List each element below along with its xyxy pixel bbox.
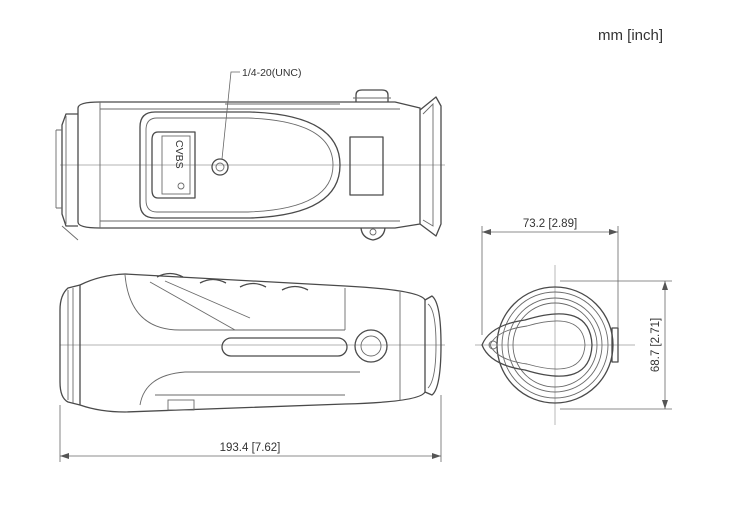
side-lens-ring-inner [67, 288, 74, 403]
side-body-outline [79, 273, 426, 413]
dim-height-label: 68.7 [2.71] [650, 318, 662, 372]
front-lens-ring [507, 297, 603, 393]
side-bottom-port [167, 399, 195, 411]
dim-length-label: 193.4 [7.62] [220, 442, 281, 454]
units-label: mm [inch] [598, 27, 663, 44]
thread-callout-leader [221, 71, 240, 160]
front-teardrop-cap-inner [489, 320, 586, 370]
cvbs-port-cover [151, 131, 196, 199]
cvbs-port-inner [161, 135, 191, 195]
top-display-window [349, 136, 384, 196]
side-eyecup-inner [427, 303, 437, 389]
dimension-length: 193.4 [7.62] [59, 395, 442, 462]
usb-symbol-icon [177, 182, 185, 190]
side-slot [221, 337, 348, 357]
cvbs-label: CVBS [173, 140, 185, 169]
top-lens-strap [61, 225, 79, 241]
tripod-hole-inner [215, 162, 225, 172]
top-lens-cap-inner [55, 116, 67, 224]
front-side-knurl [611, 327, 619, 363]
dim-height-arrow-bottom [662, 400, 668, 409]
front-view [475, 265, 635, 425]
dim-width-label: 73.2 [2.89] [523, 218, 577, 230]
tripod-hole-outer [211, 158, 229, 176]
side-lens-ring [59, 284, 81, 406]
lanyard-loop-hole [369, 228, 377, 236]
top-teardrop-panel-inner [145, 117, 334, 213]
side-round-button-outer [354, 329, 388, 363]
front-teardrop-cap [481, 313, 593, 377]
dim-width-arrow-right [609, 229, 618, 235]
side-body-facet [149, 280, 251, 331]
dim-height-arrow-top [662, 281, 668, 290]
side-grip-curve-lower [139, 371, 360, 406]
side-button-4 [281, 285, 309, 291]
dim-length-arrow-left [60, 453, 69, 459]
dim-length-arrow-right [432, 453, 441, 459]
dimension-height: 68.7 [2.71] [560, 280, 672, 410]
top-view: CVBS 1/4-20(UNC) [55, 67, 445, 241]
front-body-ring [501, 291, 609, 399]
side-button-2 [199, 278, 227, 284]
top-eyecup [419, 96, 442, 237]
side-grip-curve-upper [124, 274, 345, 331]
top-eyecup-inner [422, 102, 434, 227]
side-button-1 [156, 272, 184, 278]
side-button-3 [239, 282, 267, 288]
dim-width-arrow-left [482, 229, 491, 235]
front-lens-inner [512, 302, 598, 388]
dimension-width: 73.2 [2.89] [481, 218, 619, 335]
side-round-button-inner [360, 335, 382, 357]
top-lens-cap [61, 113, 78, 227]
side-view [59, 272, 445, 413]
lanyard-loop [360, 227, 386, 241]
front-cap-hole [488, 340, 498, 350]
side-eyecup [424, 295, 442, 396]
thread-callout-label: 1/4-20(UNC) [242, 67, 302, 79]
focus-knob [355, 89, 389, 102]
top-teardrop-panel [139, 111, 341, 219]
